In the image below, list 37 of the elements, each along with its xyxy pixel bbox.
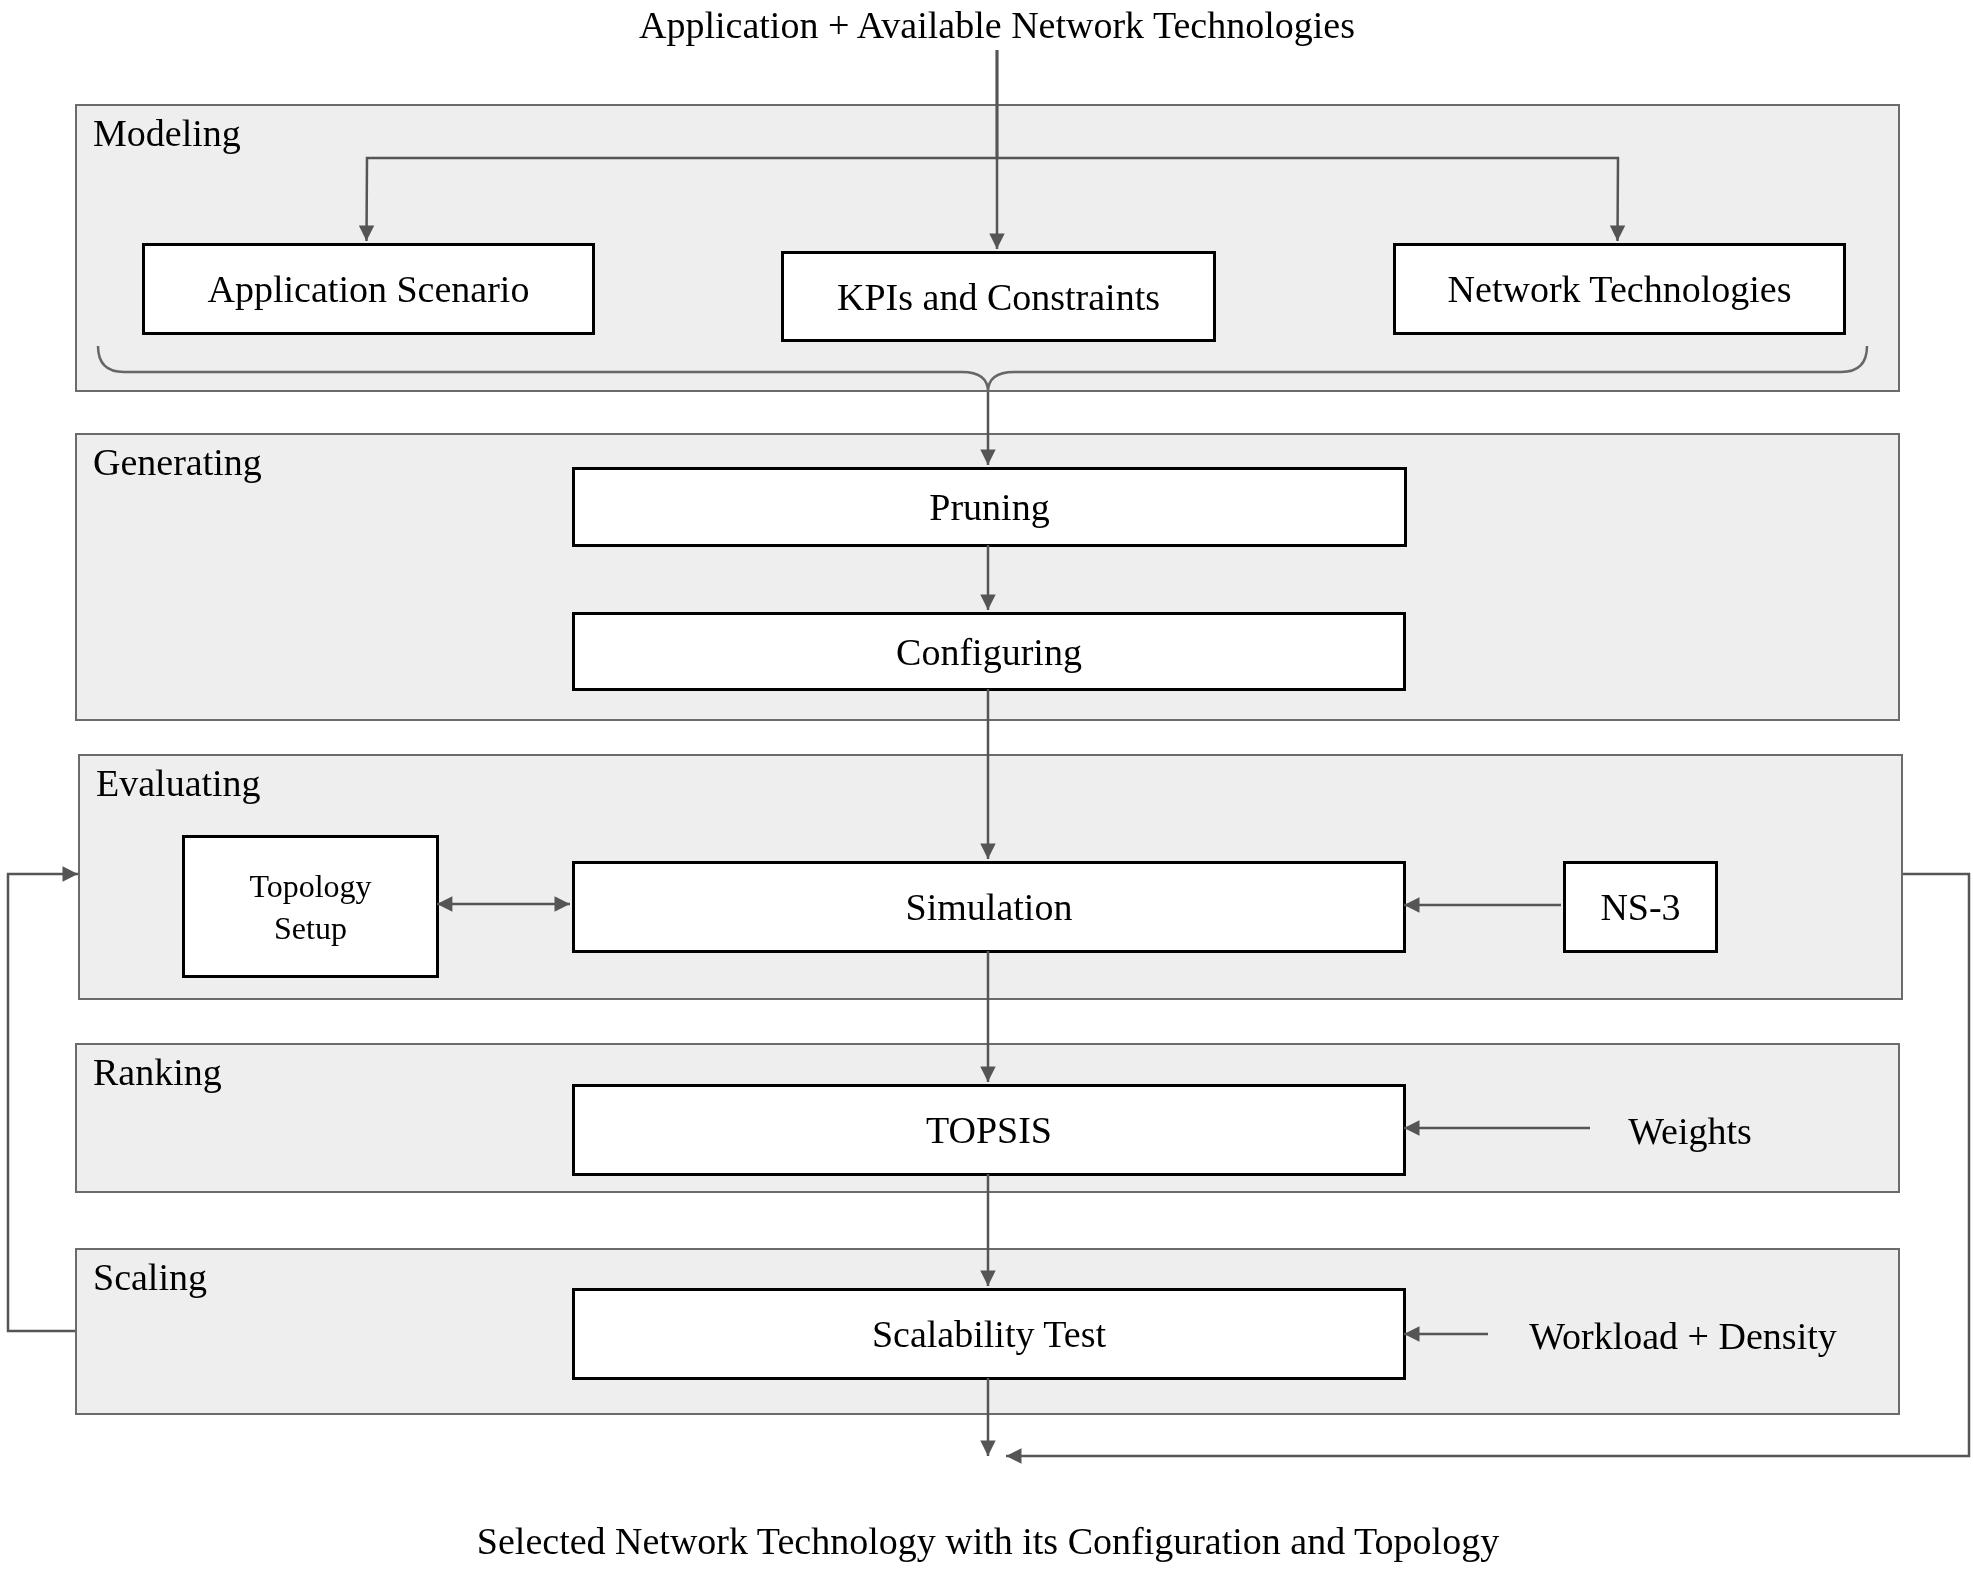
process-box: TOPSIS — [572, 1084, 1406, 1176]
flow-text: Application + Available Network Technologies — [547, 0, 1447, 50]
arrow — [995, 50, 1626, 241]
arrow — [980, 392, 996, 465]
stage-heading: Scaling — [93, 1255, 207, 1300]
arrow — [1404, 1326, 1488, 1342]
arrow — [1404, 1120, 1590, 1136]
arrow — [980, 1174, 996, 1286]
process-box: Pruning — [572, 467, 1407, 547]
process-box: Configuring — [572, 612, 1406, 691]
process-box: Scalability Test — [572, 1288, 1406, 1380]
flow-text: Workload + Density — [1490, 1311, 1876, 1361]
stage-panel — [75, 1043, 1900, 1193]
arrow — [1404, 897, 1561, 913]
process-box: Topology Setup — [182, 835, 439, 978]
process-box: Network Technologies — [1393, 243, 1846, 335]
arrow — [6, 866, 78, 1333]
arrow — [1006, 872, 1971, 1464]
process-box: Simulation — [572, 861, 1406, 953]
arrow — [980, 951, 996, 1082]
stage-panel — [75, 104, 1900, 392]
flow-text: Weights — [1592, 1106, 1788, 1156]
stage-heading: Evaluating — [96, 761, 261, 806]
stage-panel — [75, 1248, 1900, 1415]
process-box: NS-3 — [1563, 861, 1718, 953]
stage-heading: Modeling — [93, 111, 241, 156]
process-box: Application Scenario — [142, 243, 595, 335]
arrow — [980, 545, 996, 610]
arrow — [980, 689, 996, 859]
arrow — [437, 896, 570, 912]
process-box: KPIs and Constraints — [781, 251, 1216, 342]
stage-heading: Ranking — [93, 1050, 222, 1095]
arrow — [980, 1378, 996, 1456]
stage-panel — [75, 433, 1900, 721]
stage-panel — [78, 754, 1903, 1000]
flow-text: Selected Network Technology with its Configuration and Topology — [330, 1456, 1646, 1570]
stage-heading: Generating — [93, 440, 262, 485]
